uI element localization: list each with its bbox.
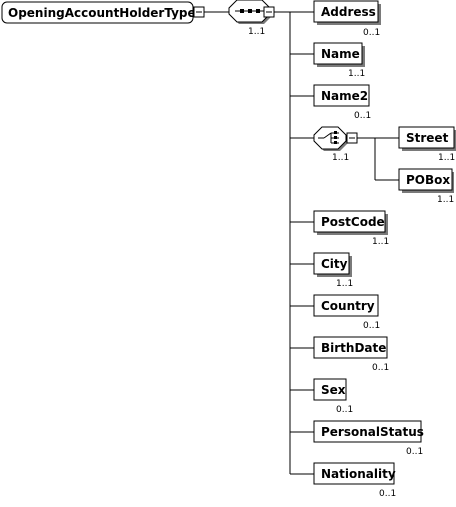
element-sex[interactable]: Sex 0..1 bbox=[313, 378, 353, 415]
element-label: POBox bbox=[406, 173, 450, 187]
element-label: BirthDate bbox=[321, 341, 386, 355]
element-occurrence: 0..1 bbox=[363, 28, 380, 38]
element-address[interactable]: Address 0..1 bbox=[313, 0, 381, 38]
choice-dot-icon bbox=[334, 141, 337, 144]
element-street[interactable]: Street 1..1 bbox=[398, 126, 456, 163]
root-element-node[interactable]: OpeningAccountHolderType bbox=[1, 1, 196, 24]
element-pobox[interactable]: POBox 1..1 bbox=[398, 168, 454, 205]
sequence-compositor bbox=[228, 0, 272, 24]
element-occurrence: 0..1 bbox=[354, 111, 371, 121]
element-label: Nationality bbox=[321, 467, 396, 481]
element-occurrence: 0..1 bbox=[379, 489, 396, 499]
sequence-dot-icon bbox=[248, 9, 252, 13]
element-postcode[interactable]: PostCode 1..1 bbox=[313, 210, 389, 247]
element-nationality[interactable]: Nationality 0..1 bbox=[313, 462, 396, 499]
element-label: Country bbox=[321, 299, 375, 313]
element-occurrence: 0..1 bbox=[372, 363, 389, 373]
element-label: PostCode bbox=[321, 215, 385, 229]
element-city[interactable]: City 1..1 bbox=[313, 252, 353, 289]
element-birthdate[interactable]: BirthDate 0..1 bbox=[313, 336, 389, 373]
element-occurrence: 0..1 bbox=[406, 447, 423, 457]
element-personalstatus[interactable]: PersonalStatus 0..1 bbox=[313, 420, 424, 457]
element-occurrence: 1..1 bbox=[336, 279, 353, 289]
root-element-label: OpeningAccountHolderType bbox=[8, 6, 196, 20]
element-label: City bbox=[321, 257, 348, 271]
element-label: Address bbox=[321, 5, 376, 19]
sequence-collapse-toggle[interactable] bbox=[263, 6, 275, 18]
connector-lines bbox=[204, 11, 399, 475]
element-label: Name2 bbox=[321, 89, 368, 103]
choice-occurrence: 1..1 bbox=[332, 153, 349, 163]
element-name[interactable]: Name 1..1 bbox=[313, 42, 365, 79]
sequence-dot-icon bbox=[256, 9, 260, 13]
element-occurrence: 1..1 bbox=[437, 195, 454, 205]
choice-dot-icon bbox=[334, 136, 337, 139]
element-name2[interactable]: Name2 0..1 bbox=[313, 84, 371, 121]
choice-compositor bbox=[313, 126, 348, 151]
element-label: PersonalStatus bbox=[321, 425, 424, 439]
element-occurrence: 0..1 bbox=[363, 321, 380, 331]
element-occurrence: 1..1 bbox=[348, 69, 365, 79]
element-occurrence: 0..1 bbox=[336, 405, 353, 415]
choice-collapse-toggle[interactable] bbox=[346, 132, 358, 144]
sequence-occurrence: 1..1 bbox=[248, 27, 265, 37]
element-occurrence: 1..1 bbox=[438, 153, 455, 163]
choice-dot-icon bbox=[334, 131, 337, 134]
root-collapse-toggle[interactable] bbox=[193, 6, 205, 18]
sequence-dot-icon bbox=[240, 9, 244, 13]
element-country[interactable]: Country 0..1 bbox=[313, 294, 380, 331]
element-label: Street bbox=[406, 131, 449, 145]
element-label: Name bbox=[321, 47, 360, 61]
element-label: Sex bbox=[321, 383, 346, 397]
element-occurrence: 1..1 bbox=[372, 237, 389, 247]
